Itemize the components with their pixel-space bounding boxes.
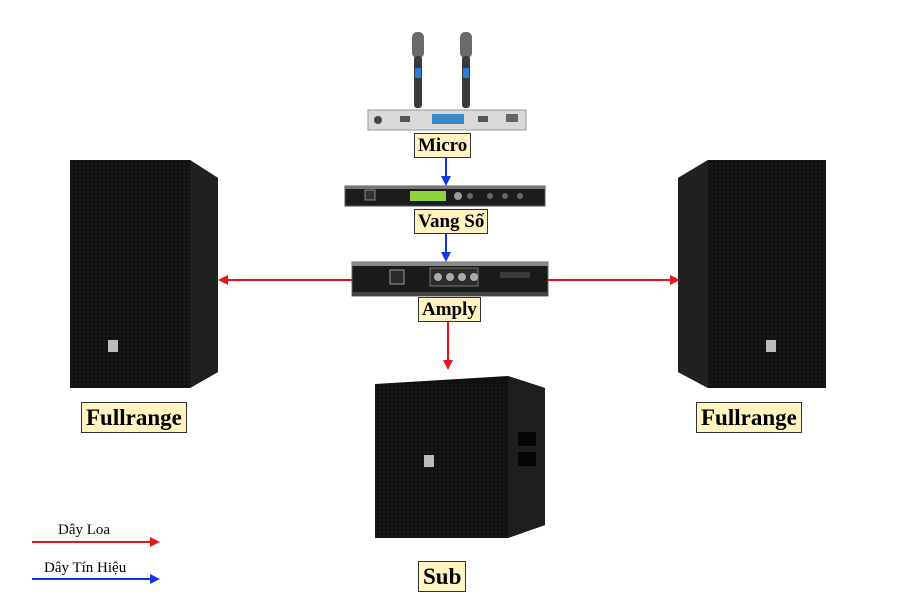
sub-label: Sub: [418, 561, 467, 592]
amplifier-unit: [351, 261, 549, 297]
left-fullrange-speaker-icon: [70, 160, 218, 388]
legend-signal-wire-label: Dây Tín Hiệu: [44, 560, 127, 576]
legend-speaker-wire-label: Dây Loa: [58, 522, 111, 538]
fullrange-left-label: Fullrange: [81, 402, 187, 433]
mic-receiver-unit: [367, 109, 527, 131]
fullrange-right-label: Fullrange: [696, 402, 802, 433]
vang-so-label: Vang Số: [414, 209, 489, 234]
micro-label: Micro: [414, 133, 472, 158]
subwoofer-speaker-icon: [375, 376, 545, 538]
microphone-icon: [460, 32, 472, 108]
digital-mixer-unit: [344, 185, 546, 207]
microphone-icon: [412, 32, 424, 108]
right-fullrange-speaker-icon: [678, 160, 826, 388]
amply-label: Amply: [418, 297, 481, 322]
